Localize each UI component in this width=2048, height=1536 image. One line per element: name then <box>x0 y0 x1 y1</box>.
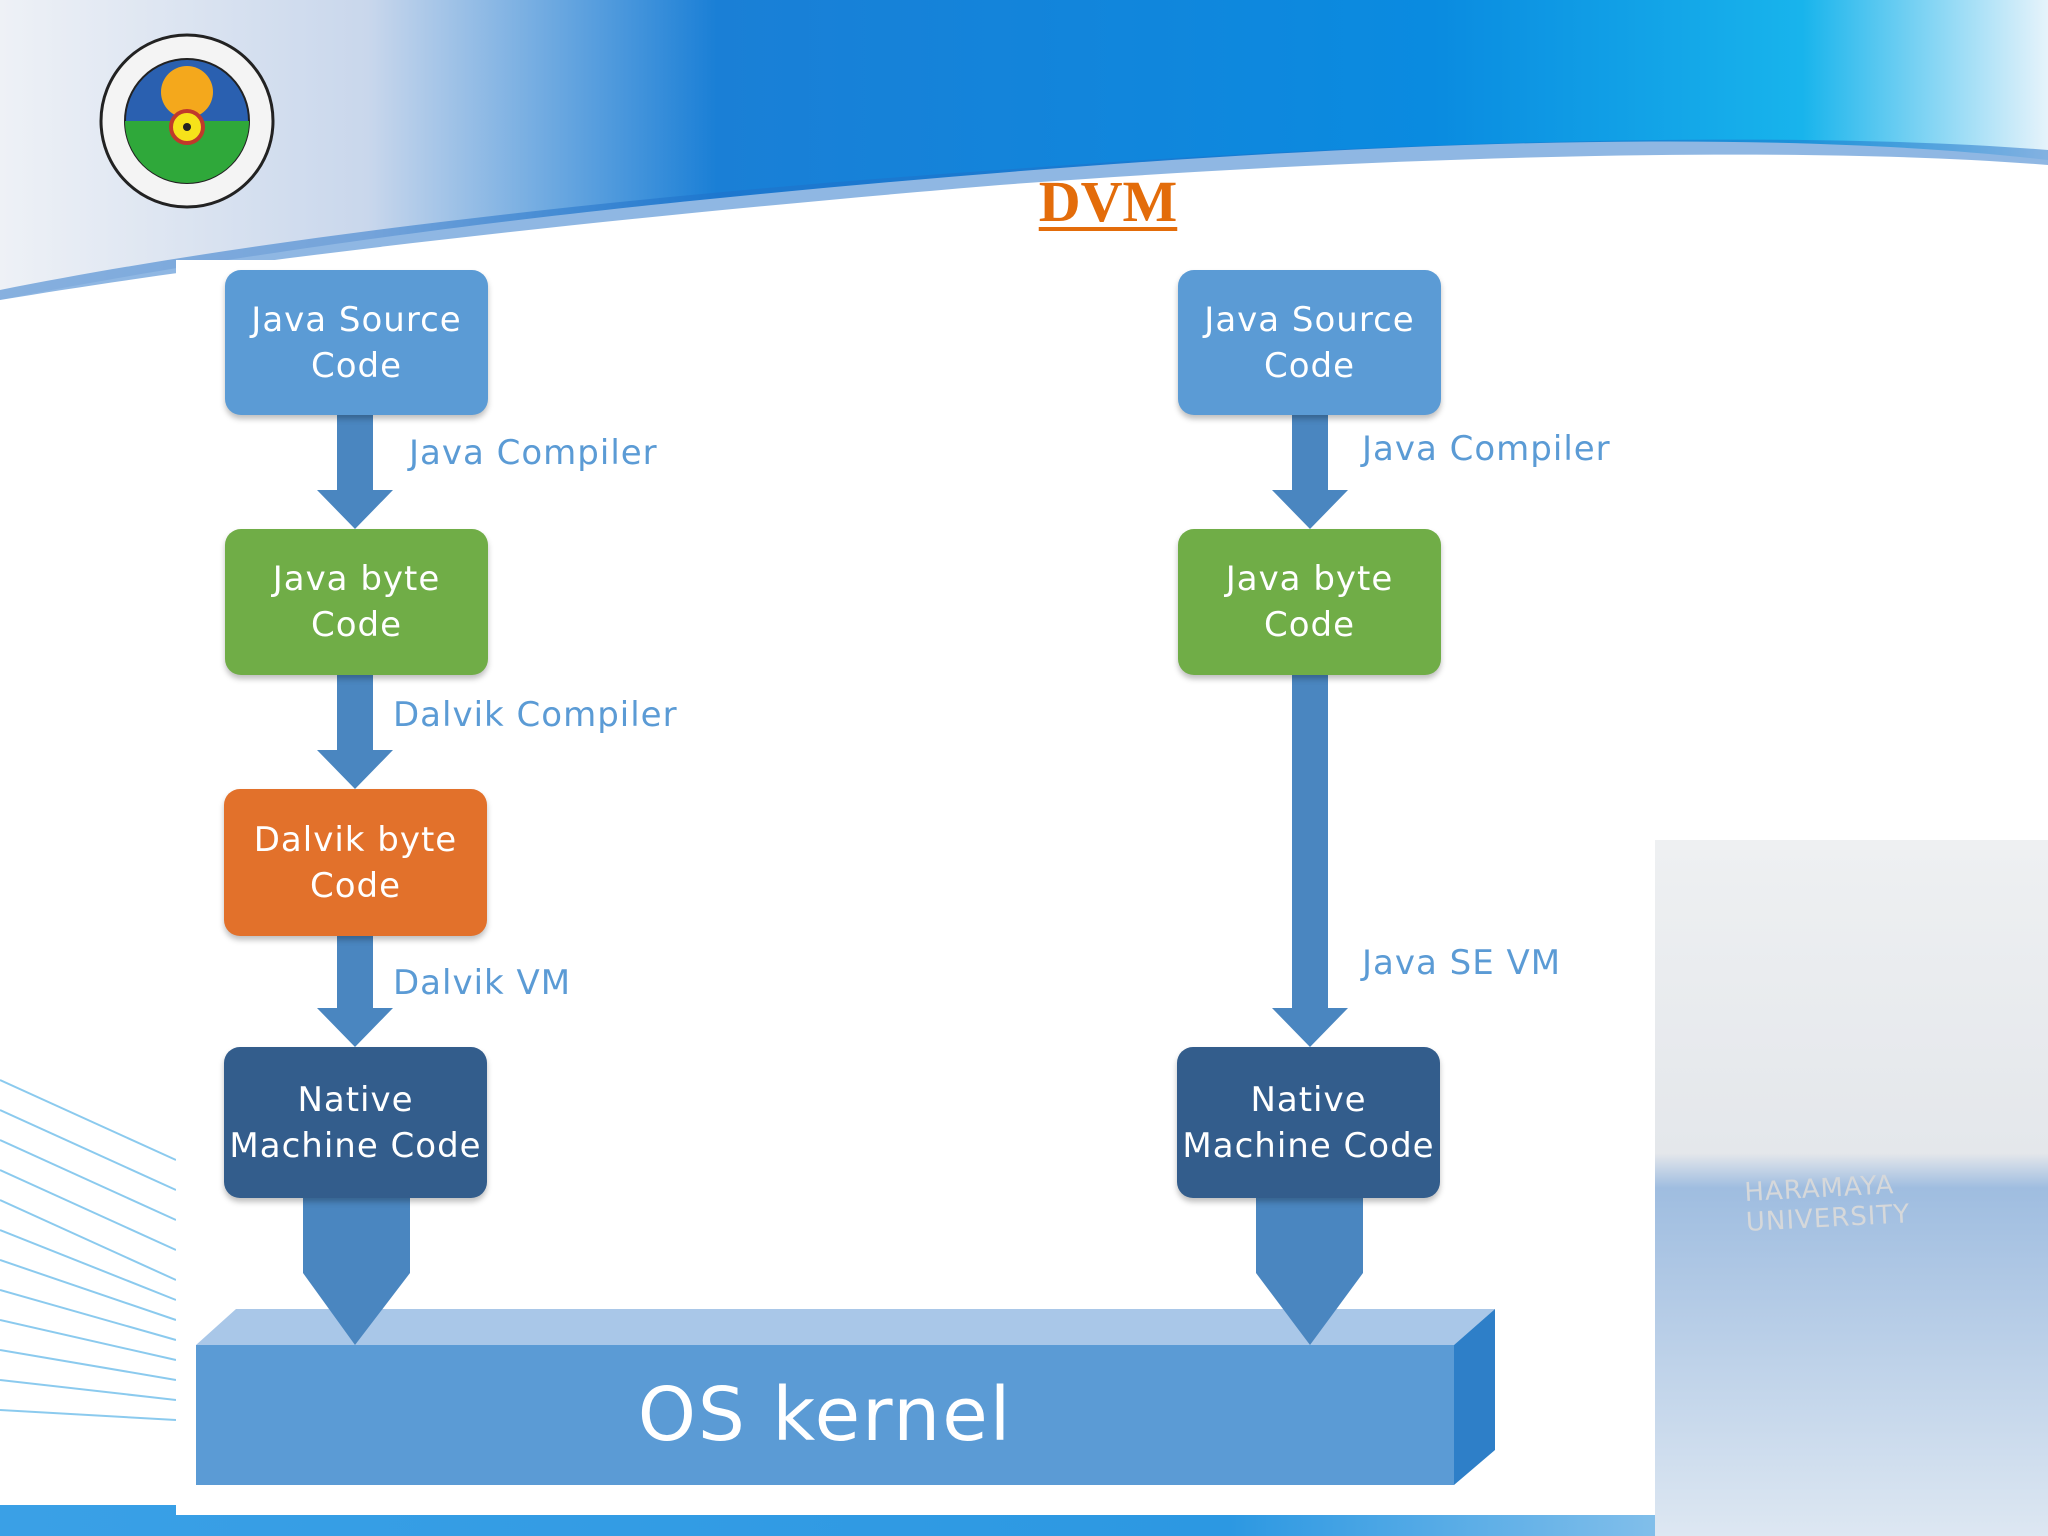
arrow-native-to-kernel-left <box>303 1198 410 1345</box>
arrow-java-compiler-left <box>317 415 393 529</box>
slide-title: DVM <box>1038 169 1178 234</box>
arrow-native-to-kernel-right <box>1256 1198 1363 1345</box>
arrow-dalvik-compiler <box>317 675 393 789</box>
right-java-source-box: Java Source Code <box>1178 270 1441 415</box>
kernel-side-face <box>1454 1309 1495 1485</box>
university-logo <box>99 33 275 209</box>
label-java-se-vm: Java SE VM <box>1362 943 1562 983</box>
building-photo <box>1655 840 2048 1536</box>
right-native-code-box: Native Machine Code <box>1177 1047 1440 1198</box>
os-kernel-label: OS kernel <box>637 1372 1013 1458</box>
arrow-java-compiler-right <box>1272 415 1348 529</box>
label-java-compiler-left: Java Compiler <box>409 433 658 473</box>
decorative-lines <box>0 1079 177 1421</box>
dalvik-bytecode-box: Dalvik byte Code <box>224 789 487 936</box>
arrow-java-se-vm <box>1272 675 1348 1047</box>
label-dalvik-vm: Dalvik VM <box>393 963 572 1003</box>
label-dalvik-compiler: Dalvik Compiler <box>393 695 678 735</box>
arrow-dalvik-vm <box>317 936 393 1047</box>
kernel-front-face <box>196 1345 1454 1485</box>
left-java-bytecode-box: Java byte Code <box>225 529 488 675</box>
right-java-bytecode-box: Java byte Code <box>1178 529 1441 675</box>
left-java-source-box: Java Source Code <box>225 270 488 415</box>
label-java-compiler-right: Java Compiler <box>1362 429 1611 469</box>
left-native-code-box: Native Machine Code <box>224 1047 487 1198</box>
kernel-top-face <box>196 1309 1495 1345</box>
